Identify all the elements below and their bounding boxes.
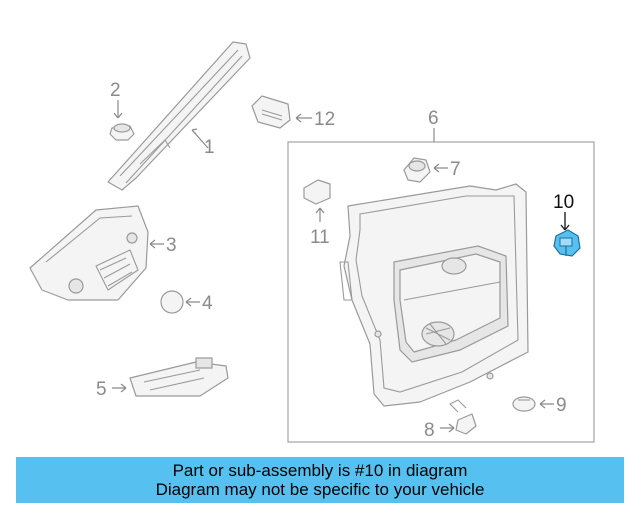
callout-8: 8 [424,420,435,441]
part-10-clip-highlighted[interactable] [553,229,581,257]
leader-9 [539,399,554,409]
part-2-clip [109,123,135,141]
part-12-vent [251,95,291,129]
banner-line-1: Part or sub-assembly is #10 in diagram [172,461,468,480]
leader-4 [185,297,200,307]
leader-11 [315,207,325,222]
part-11-clip [303,179,331,205]
banner-line-2: Diagram may not be specific to your vehi… [155,480,485,499]
callout-10: 10 [553,192,574,213]
parts-diagram: 1 2 12 3 4 5 6 7 [29,41,595,443]
callout-2: 2 [110,80,121,101]
callout-9: 9 [556,395,567,416]
leader-3 [149,239,164,249]
leader-7 [433,163,448,173]
leader-5 [112,383,127,393]
callout-12: 12 [314,109,335,130]
leader-2 [113,100,123,119]
callout-4: 4 [202,293,213,314]
part-6-trim-panel [339,183,529,407]
info-banner: Part or sub-assembly is #10 in diagram D… [16,457,624,503]
leader-12 [295,113,312,123]
callout-3: 3 [166,235,177,256]
part-8-screw [449,399,477,435]
part-1-pillar-trim [107,41,251,191]
callout-11: 11 [310,227,330,248]
part-3-quarter-trim [29,205,149,301]
leader-1 [191,128,209,149]
leader-10 [560,212,570,231]
callout-1: 1 [204,137,215,158]
callout-6: 6 [428,108,439,129]
assembly-6-box [287,141,595,443]
part-7-retainer [403,157,431,183]
part-9-pushpin [512,396,536,412]
callout-7: 7 [450,159,461,180]
callout-5: 5 [96,379,107,400]
leader-8 [440,423,455,433]
part-4-plug [160,290,184,314]
part-5-bracket [129,357,229,397]
